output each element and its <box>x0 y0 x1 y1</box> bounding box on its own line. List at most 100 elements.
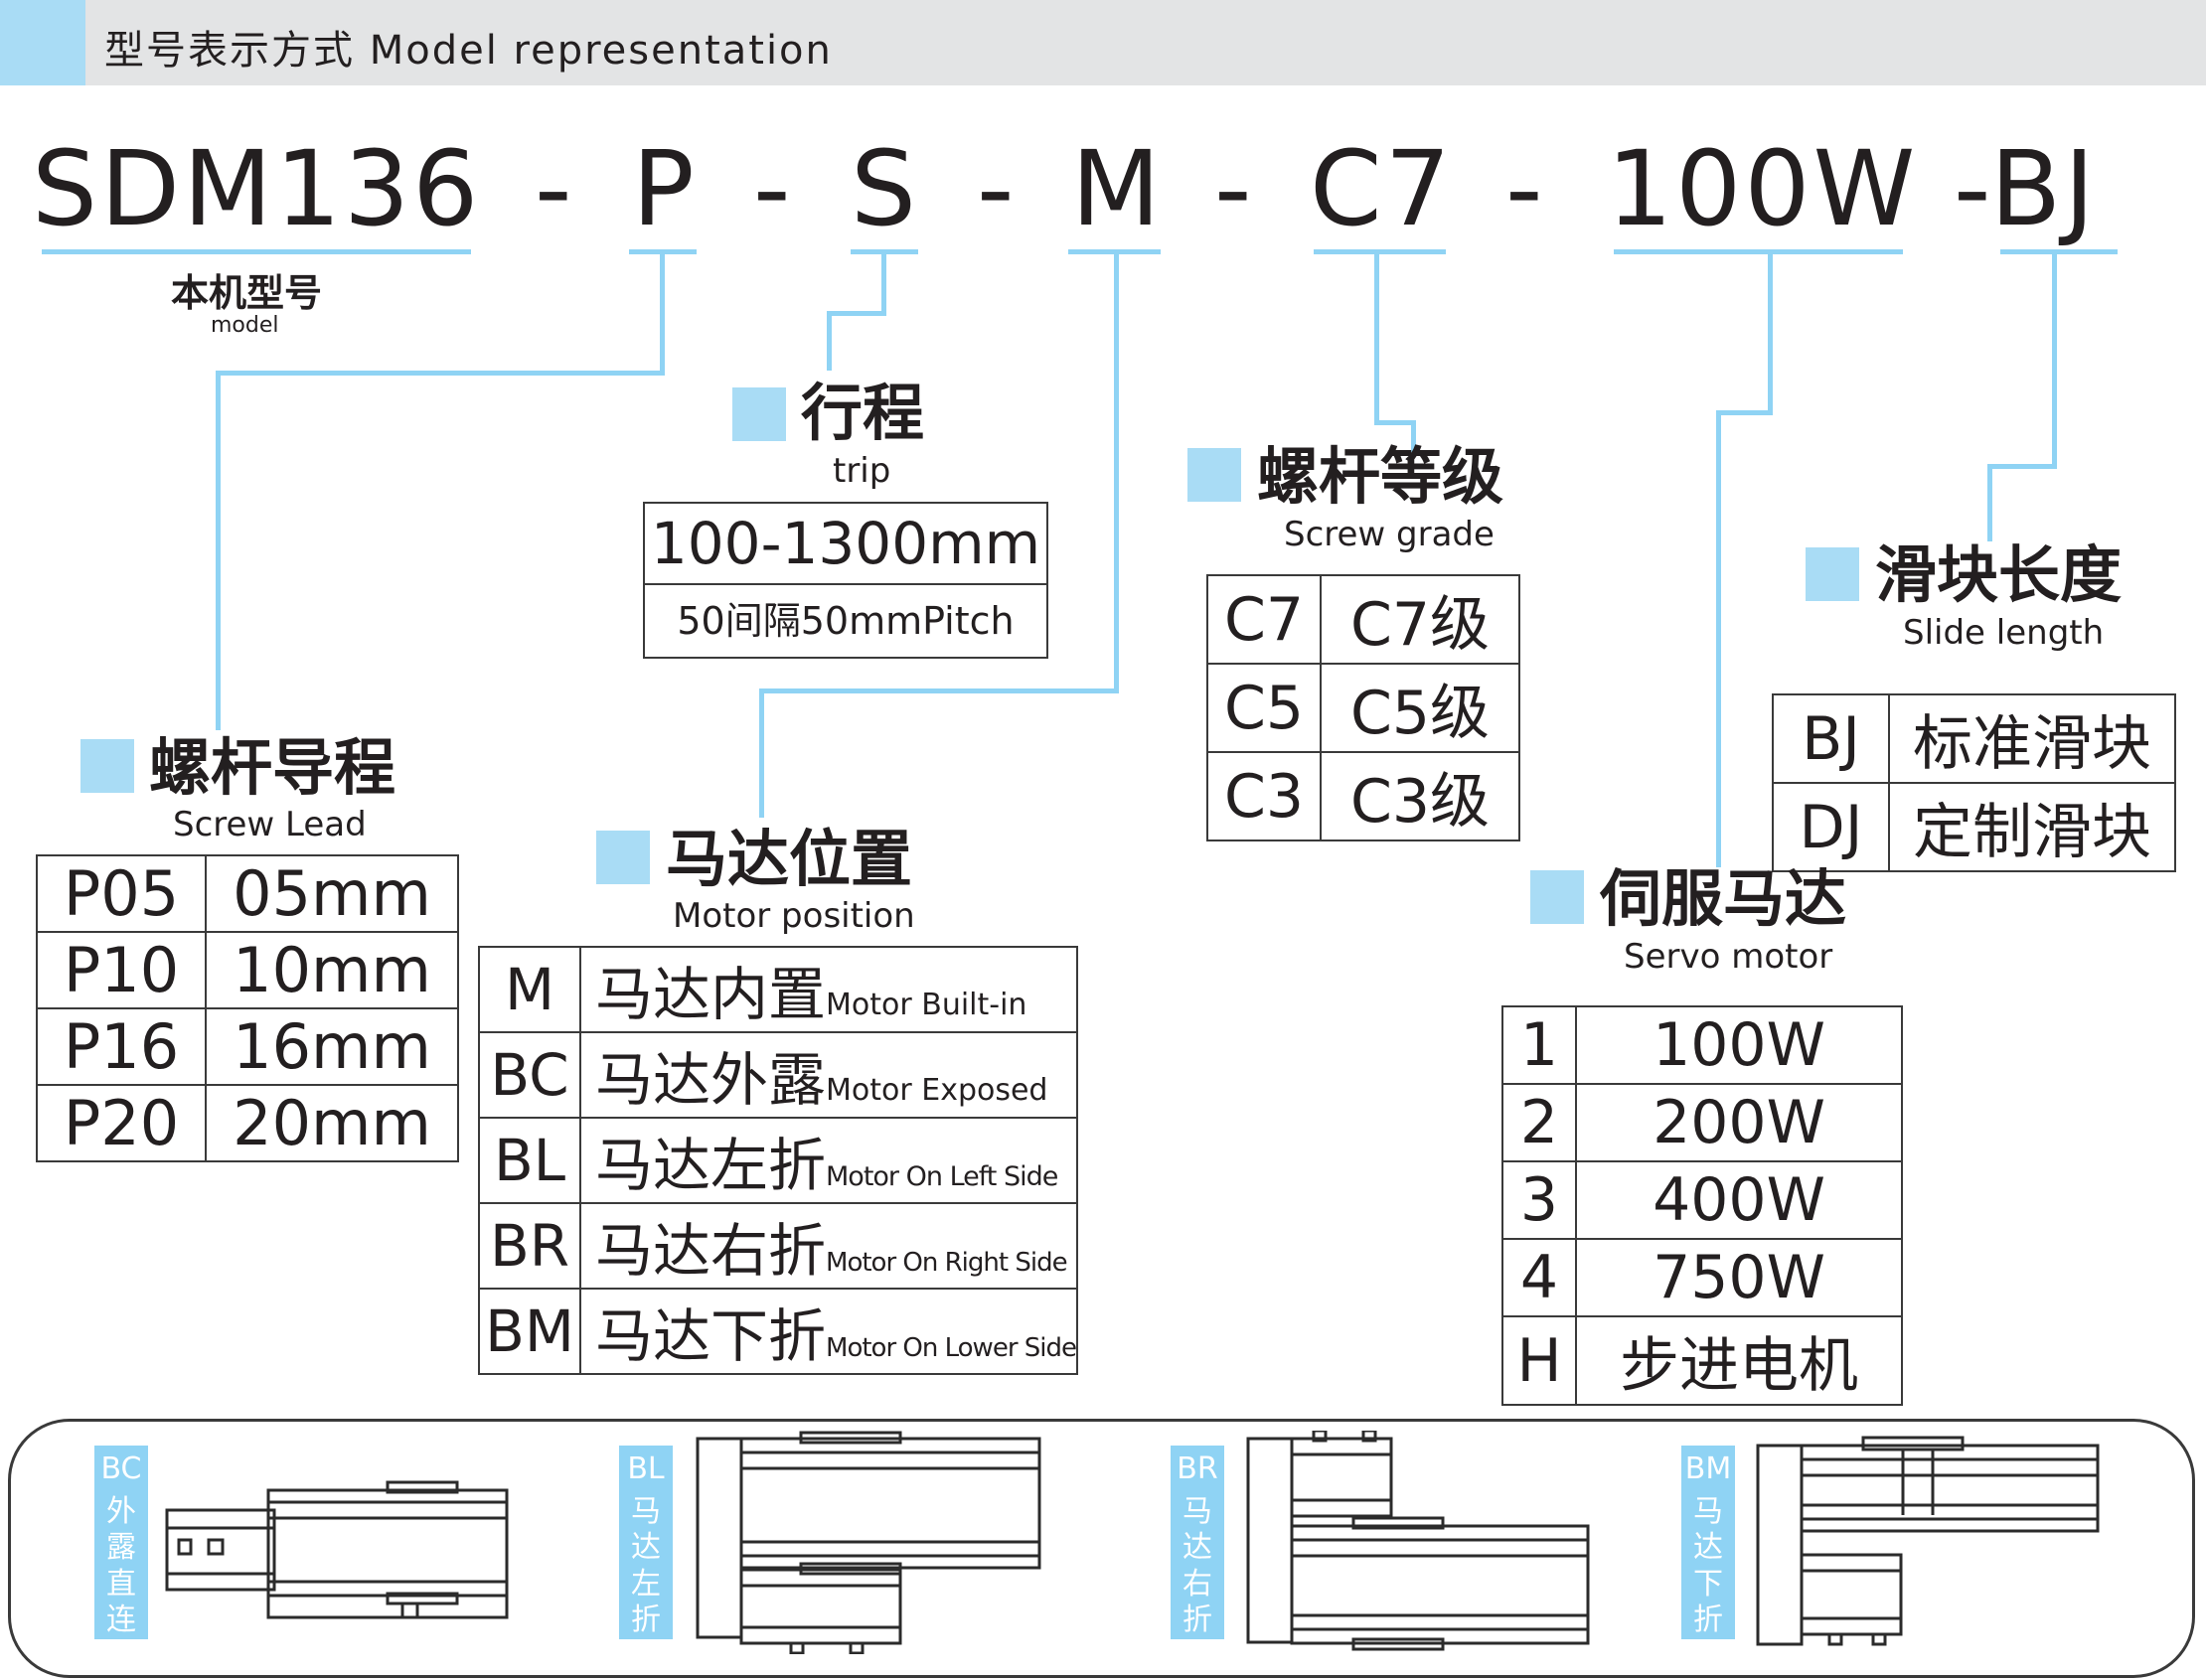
motor-position-code: M <box>478 946 581 1033</box>
screw-lead-desc: 05mm <box>205 854 459 933</box>
connector-lead-v <box>216 371 221 730</box>
screw-grade-code: C5 <box>1206 663 1322 753</box>
screw-lead-code: P10 <box>36 931 207 1009</box>
screw-lead-code: P16 <box>36 1007 207 1086</box>
motor-position-cn: 马达右折 <box>595 1217 827 1285</box>
illustration-char: 外 <box>106 1493 136 1529</box>
servo-motor-code: 4 <box>1501 1238 1577 1317</box>
screw-grade-code: C3 <box>1206 751 1322 841</box>
underline-trip <box>851 249 918 254</box>
screw-lead-desc: 10mm <box>205 931 459 1009</box>
underline-lead <box>629 249 697 254</box>
servo-motor-title-en: Servo motor <box>1624 937 1833 977</box>
servo-motor-code: 1 <box>1501 1005 1577 1085</box>
motor-position-desc: 马达左折Motor On Left Side <box>579 1117 1078 1204</box>
motor-position-en: Motor On Lower Side <box>826 1333 1076 1363</box>
screw-grade-code: C7 <box>1206 574 1322 665</box>
motor-position-code: BM <box>478 1288 581 1375</box>
connector-motor-position <box>1114 254 1119 693</box>
motor-position-code: BC <box>478 1031 581 1119</box>
motor-position-en: Motor Exposed <box>826 1073 1048 1108</box>
illustration-char: 达 <box>1693 1530 1723 1566</box>
servo-motor-code: H <box>1501 1315 1577 1406</box>
connector-motor-position-h <box>759 688 1119 693</box>
trip-marker <box>732 387 786 441</box>
code-dash-2: - <box>753 128 794 249</box>
motor-position-cn: 马达左折 <box>595 1132 827 1199</box>
screw-lead-title-en: Screw Lead <box>173 805 367 844</box>
connector-screw-grade-v <box>1411 420 1416 452</box>
illustration-code: BC <box>100 1451 142 1486</box>
illustration-char: 左 <box>631 1566 661 1602</box>
connector-servo-motor-v <box>1716 410 1721 867</box>
header-title: 型号表示方式 Model representation <box>104 28 833 74</box>
motor-position-marker <box>596 831 650 884</box>
motor-position-cn: 马达下折 <box>595 1302 827 1370</box>
servo-motor-desc: 400W <box>1575 1160 1903 1240</box>
code-screw-grade: C7 <box>1310 128 1454 249</box>
servo-motor-desc: 100W <box>1575 1005 1903 1085</box>
actuator-drawing-bm <box>1754 1436 2102 1649</box>
slide-length-marker <box>1806 547 1859 601</box>
illustration-frame <box>8 1419 2195 1678</box>
illustration-char: 折 <box>1693 1603 1723 1638</box>
illustration-label-bc: BC 外 露 直 连 <box>94 1446 148 1639</box>
actuator-drawing-bc <box>159 1478 517 1627</box>
screw-lead-code: P20 <box>36 1084 207 1162</box>
illustration-char: 连 <box>106 1603 136 1638</box>
screw-lead-title-cn: 螺杆导程 <box>149 731 396 804</box>
motor-position-title-en: Motor position <box>673 896 915 936</box>
screw-grade-desc: C5级 <box>1320 663 1520 753</box>
code-servo-motor: 100W <box>1607 128 1919 249</box>
slide-length-title-en: Slide length <box>1903 613 2105 653</box>
illustration-char: 达 <box>1182 1530 1212 1566</box>
screw-grade-title-cn: 螺杆等级 <box>1257 440 1504 513</box>
code-dash-4: - <box>1214 128 1255 249</box>
illustration-char: 右 <box>1182 1566 1212 1602</box>
servo-motor-title-cn: 伺服马达 <box>1600 862 1847 935</box>
motor-position-desc: 马达外露Motor Exposed <box>579 1031 1078 1119</box>
illustration-char: 折 <box>631 1603 661 1638</box>
motor-position-en: Motor On Left Side <box>826 1161 1058 1192</box>
connector-trip-h <box>827 311 886 316</box>
motor-position-desc: 马达下折Motor On Lower Side <box>579 1288 1078 1375</box>
connector-lead-h <box>216 371 665 376</box>
illustration-char: 下 <box>1693 1566 1723 1602</box>
screw-grade-marker <box>1187 448 1241 502</box>
code-lead: P <box>632 128 698 249</box>
code-slide-length: -BJ <box>1954 128 2098 249</box>
slide-length-desc: 定制滑块 <box>1888 782 2176 872</box>
screw-grade-desc: C3级 <box>1320 751 1520 841</box>
slide-length-desc: 标准滑块 <box>1888 693 2176 784</box>
code-model: SDM136 <box>32 128 482 249</box>
connector-slide-length-h <box>1987 464 2057 469</box>
motor-position-en: Motor Built-in <box>826 988 1027 1022</box>
screw-lead-marker <box>80 739 134 793</box>
code-dash-5: - <box>1505 128 1546 249</box>
illustration-label-br: BR 马 达 右 折 <box>1171 1446 1224 1639</box>
actuator-drawing-bl <box>692 1431 1049 1654</box>
connector-slide-length-v <box>1987 464 1992 541</box>
connector-servo-motor-h <box>1716 410 1773 415</box>
model-label-en: model <box>211 313 279 338</box>
screw-lead-code: P05 <box>36 854 207 933</box>
motor-position-desc: 马达右折Motor On Right Side <box>579 1202 1078 1290</box>
connector-slide-length <box>2052 254 2057 469</box>
underline-motor-position <box>1068 249 1161 254</box>
illustration-char: 露 <box>106 1530 136 1566</box>
underline-model <box>42 249 471 254</box>
motor-position-desc: 马达内置Motor Built-in <box>579 946 1078 1033</box>
illustration-code: BM <box>1684 1451 1732 1486</box>
connector-screw-grade <box>1374 254 1379 425</box>
illustration-label-bl: BL 马 达 左 折 <box>619 1446 673 1639</box>
connector-screw-grade-h <box>1374 420 1416 425</box>
illustration-code: BR <box>1177 1451 1218 1486</box>
servo-motor-desc: 步进电机 <box>1575 1315 1903 1406</box>
slide-length-code: BJ <box>1772 693 1890 784</box>
motor-position-en: Motor On Right Side <box>826 1248 1068 1278</box>
motor-position-table: M 马达内置Motor Built-in BC 马达外露Motor Expose… <box>478 946 1078 1375</box>
header-accent-block <box>0 0 85 85</box>
